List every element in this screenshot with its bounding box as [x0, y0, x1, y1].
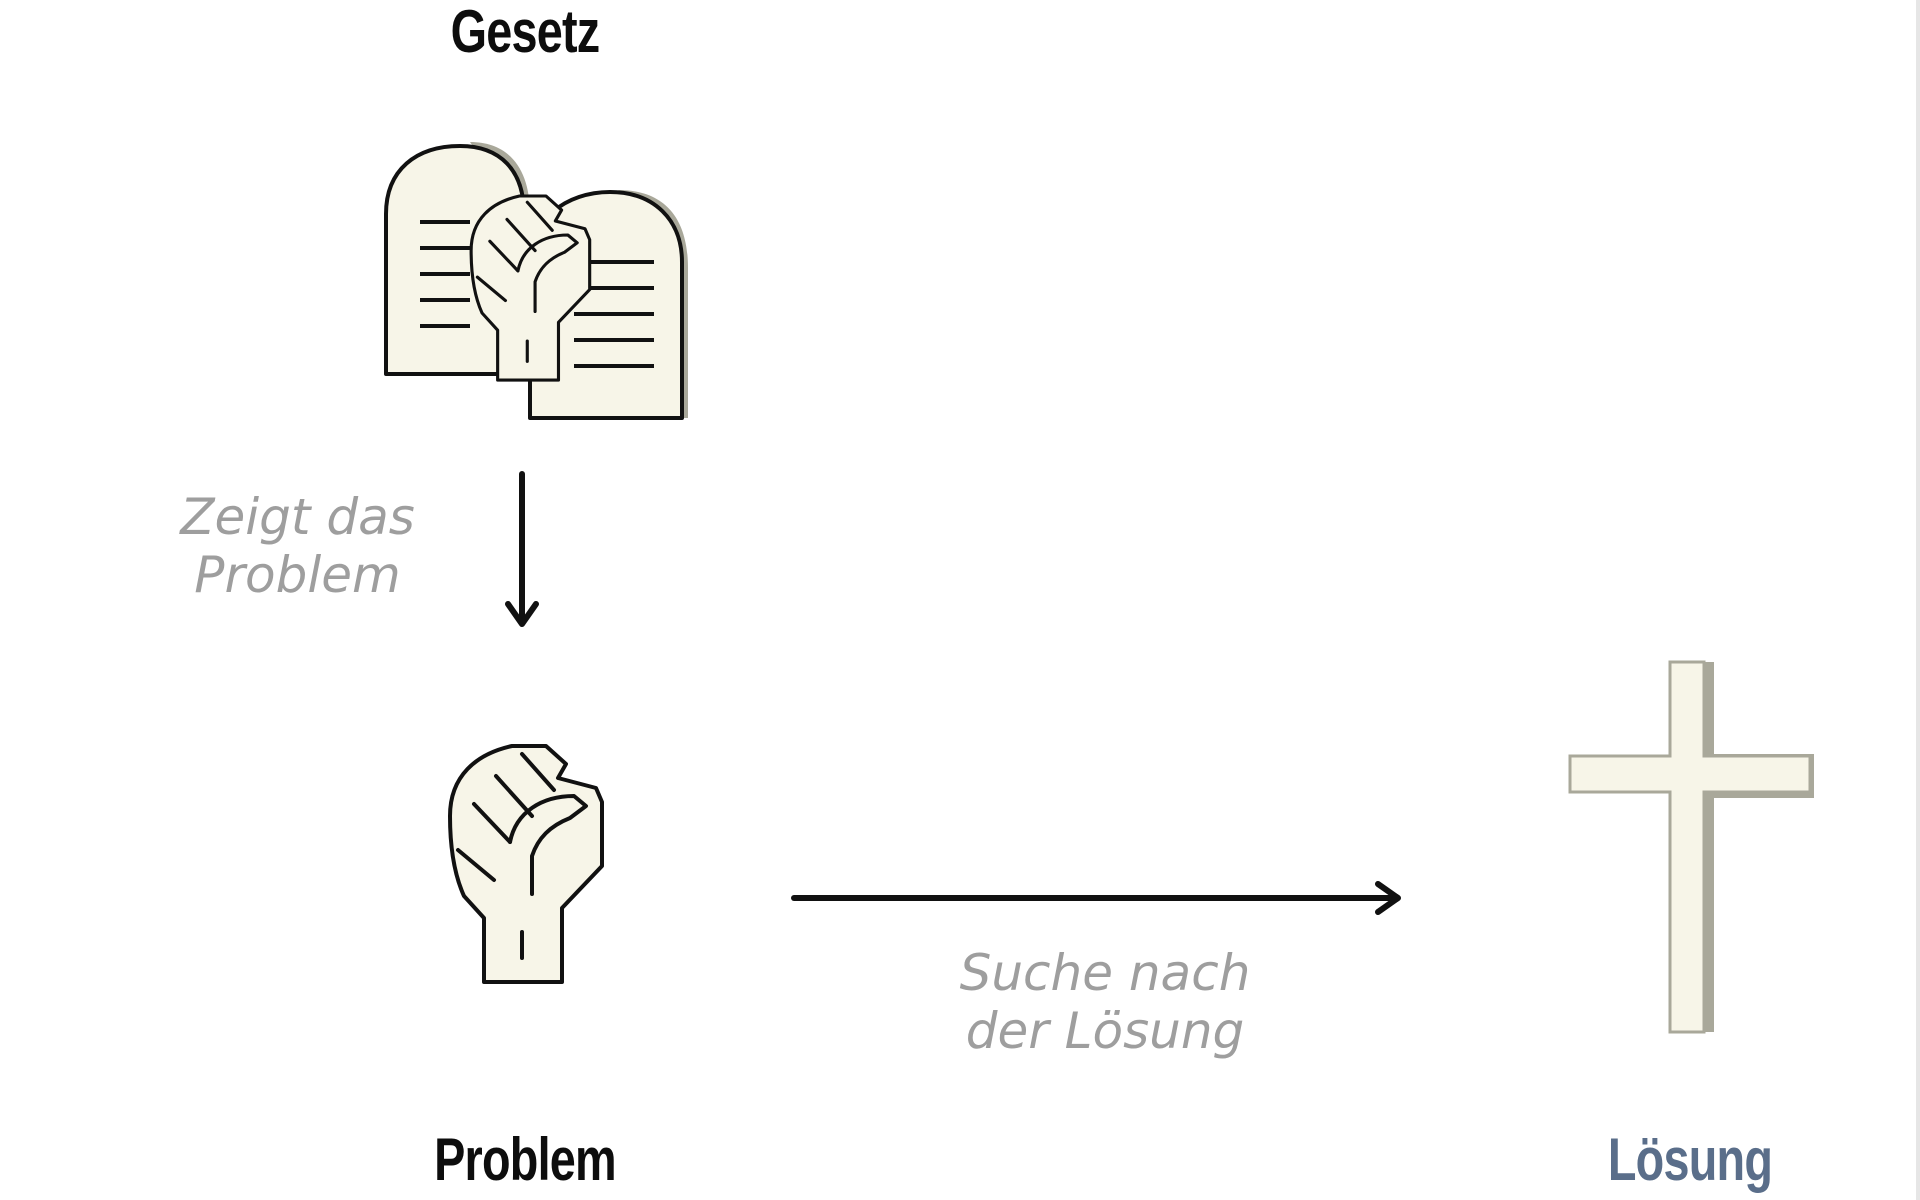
edge-label-line: Zeigt das — [180, 488, 415, 546]
tablets-fist-icon — [384, 142, 688, 420]
edge-label-problem-to-solution: Suche nach der Lösung — [940, 944, 1270, 1060]
fist-icon — [448, 744, 604, 984]
edge-label-line: Suche nach — [959, 944, 1251, 1002]
edge-label-line: der Lösung — [965, 1002, 1245, 1060]
node-label-solution: Lösung — [1607, 1126, 1773, 1193]
node-label-problem: Problem — [434, 1126, 617, 1193]
arrow-law-to-problem — [505, 471, 539, 627]
edge-label-law-to-problem: Zeigt das Problem — [160, 488, 435, 604]
cross-icon — [1568, 660, 1814, 1034]
arrow-problem-to-solution — [791, 881, 1401, 915]
page-edge — [1916, 0, 1920, 1200]
edge-label-line: Problem — [194, 546, 401, 604]
node-label-law: Gesetz — [450, 0, 601, 65]
